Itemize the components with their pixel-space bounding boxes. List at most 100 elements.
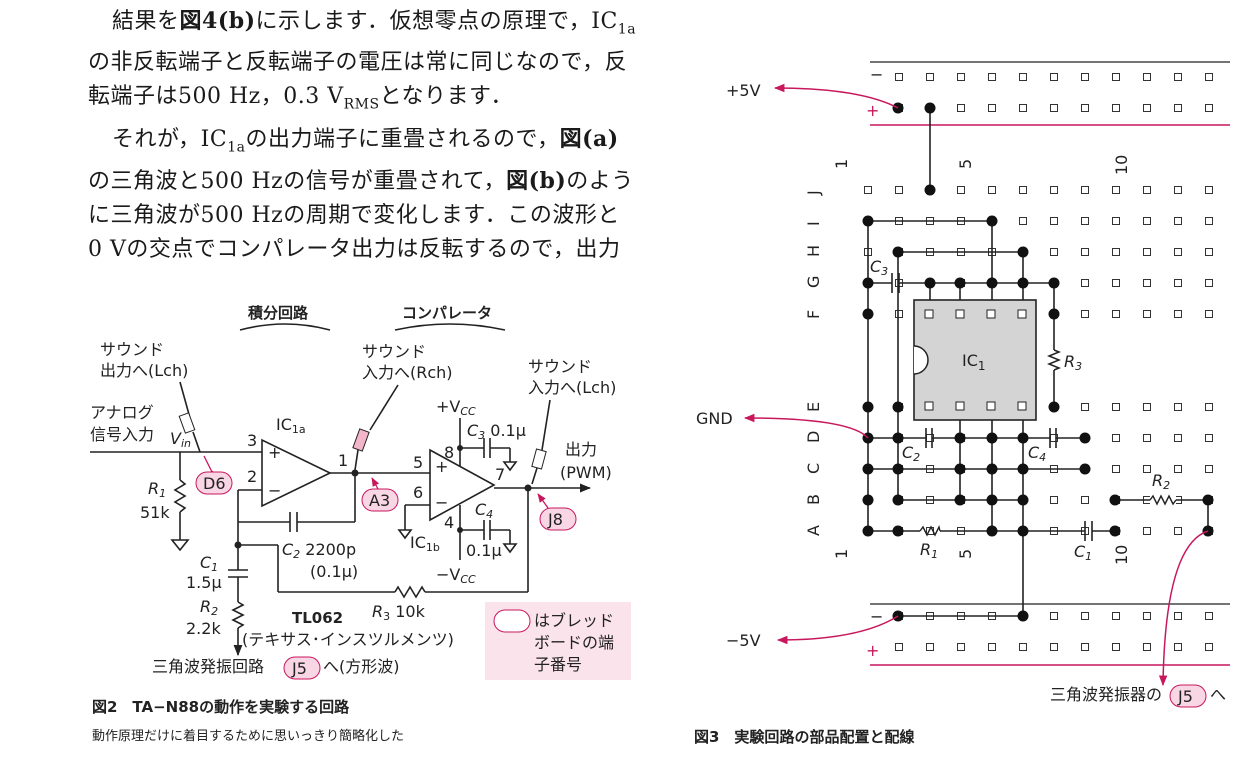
r2-bb-label: R2 (1152, 471, 1170, 492)
analog-input-label-1: アナログ (90, 403, 154, 422)
c1-label: C1 (200, 553, 218, 574)
ic1-pins (924, 309, 1027, 411)
vcc-minus-label: −VCC (436, 565, 476, 586)
c3-label: C3 0.1μ (467, 421, 526, 442)
tri-osc-bb-label: 三角波発振器の (1050, 685, 1162, 704)
para-line-1: 結果を図4(b)に示します．仮想零点の原理で，IC1a (112, 8, 637, 38)
svg-text:+: + (268, 443, 281, 462)
fig3-breadboard: − + − + J I H G F E D C B A 1 5 10 1 5 1… (694, 61, 1230, 746)
svg-text:J: J (804, 190, 823, 196)
para-line-4: それが，IC1aの出力端子に重畳されるので，図(a) (112, 125, 619, 156)
c4-label: C4 (475, 500, 493, 521)
legend-text-1: はブレッド (534, 611, 614, 630)
fig2-schematic: 積分回路 コンパレータ サウンド 出力へ(Lch) アナログ 信号入力 Vin … (90, 304, 631, 744)
sound-in-r-label-2: 入力へ(Rch) (362, 363, 453, 382)
c1-bb-label: C1 (1074, 542, 1092, 563)
col-5-top: 5 (956, 159, 975, 169)
output-label-2: (PWM) (560, 463, 612, 482)
para-line-5: の三角波と500 Hzの信号が重畳されて，図(b)のよう (88, 168, 634, 195)
tri-osc-label: 三角波発振回路 (152, 657, 264, 676)
svg-text:−: − (435, 493, 448, 512)
col-1-bottom: 1 (832, 549, 851, 559)
tag-a3 (361, 488, 399, 512)
ic1b-pin5: 5 (413, 453, 423, 472)
para-line-2: の非反転端子と反転端子の電圧は常に同じなので，反 (88, 50, 628, 76)
integrator-header: 積分回路 (247, 304, 309, 322)
tag-a3-text: A3 (369, 491, 390, 510)
svg-text:F: F (804, 310, 823, 319)
probe-lch-in (531, 448, 547, 470)
probe-rch-in (352, 428, 370, 452)
svg-text:へ: へ (1210, 685, 1226, 704)
svg-text:J5: J5 (1177, 687, 1193, 706)
c2-value-alt: (0.1μ) (310, 562, 358, 581)
tag-j5-bb (1169, 684, 1207, 708)
vminus-label: −5V (726, 631, 761, 650)
para-line-3: 転端子は500 Hz，0.3 VRMSとなります． (88, 84, 514, 113)
para-line-6: に三角波が500 Hzの周期で変化します．この波形と (88, 203, 620, 229)
sound-out-l-label-1: サウンド (100, 340, 164, 359)
tag-j5 (283, 656, 321, 680)
integrator-brace (239, 323, 331, 331)
vcc-plus-label: +VCC (436, 397, 476, 418)
c2-label: C2 2200p (282, 540, 356, 561)
svg-text:+: + (866, 101, 879, 120)
r3-bb-label: R3 (1064, 352, 1082, 373)
probe-lch-out (178, 412, 196, 434)
ground-symbol-r1 (170, 539, 190, 552)
ic1a-pin1: 1 (338, 451, 348, 470)
svg-text:I: I (804, 221, 823, 226)
ic1a-pin2: 2 (247, 467, 257, 486)
ic1a-label: IC1a (276, 415, 306, 436)
sound-in-l-label-1: サウンド (528, 357, 592, 376)
legend-text-3: 子番号 (534, 655, 582, 674)
ic1b-pin8: 8 (444, 443, 454, 462)
body-paragraph: 結果を図4(b)に示します．仮想零点の原理で，IC1a の非反転端子と反転端子の… (88, 4, 648, 267)
legend-text-2: ボードの端 (534, 633, 614, 652)
fig2-caption-sub: 動作原理だけに着目するために思いっきり簡略化した (92, 728, 404, 744)
vplus-label: +5V (726, 81, 761, 100)
tri-osc-label-2: へ(方形波) (323, 657, 400, 676)
tag-d6 (195, 471, 233, 495)
ic1b-label: IC1b (410, 533, 440, 554)
r1-value: 51k (140, 503, 170, 522)
ic1b-pin6: 6 (413, 483, 423, 502)
tag-j8 (539, 507, 577, 531)
sound-out-l-label-2: 出力へ(Lch) (100, 361, 188, 380)
sound-in-l-label-2: 入力へ(Lch) (528, 378, 616, 397)
output-label-1: 出力 (565, 440, 597, 459)
analog-input-label-2: 信号入力 (90, 425, 154, 444)
c2-bb-label: C2 (902, 443, 920, 464)
r1-bb-label: R1 (920, 540, 938, 561)
ic1b-comparator (429, 448, 496, 522)
svg-text:D: D (804, 431, 823, 443)
c4-value: 0.1μ (466, 541, 502, 560)
tag-j8-text: J8 (547, 510, 563, 529)
maker-label: (テキサス･インスツルメンツ) (242, 630, 454, 649)
ic1-package (913, 299, 1037, 421)
svg-text:A: A (804, 525, 823, 536)
r2-value: 2.2k (186, 619, 221, 638)
ic1b-pin7: 7 (495, 465, 505, 484)
tl062-label: TL062 (292, 609, 343, 627)
svg-text:H: H (804, 245, 823, 257)
r1-label: R1 (148, 479, 166, 500)
comparator-brace (394, 323, 506, 331)
row-letters: J I H G F E D C B A (804, 190, 823, 536)
tag-d6-text: D6 (203, 474, 226, 493)
col-1-top: 1 (832, 159, 851, 169)
svg-text:+: + (866, 641, 879, 660)
svg-text:+: + (435, 457, 448, 476)
svg-text:−: − (870, 65, 883, 84)
col-5-bottom: 5 (956, 549, 975, 559)
fig2-caption: 図2 TA−N88の動作を実験する回路 (92, 698, 350, 716)
ic1b-pin4: 4 (444, 513, 454, 532)
c1-value: 1.5μ (186, 573, 222, 592)
ic1a-pin3: 3 (247, 431, 257, 450)
sound-in-r-label-1: サウンド (362, 342, 426, 361)
col-10-top: 10 (1112, 155, 1131, 175)
col-10-bottom: 10 (1112, 545, 1131, 565)
c4-bb-label: C4 (1028, 443, 1046, 464)
ic1-label: IC1 (962, 351, 986, 373)
